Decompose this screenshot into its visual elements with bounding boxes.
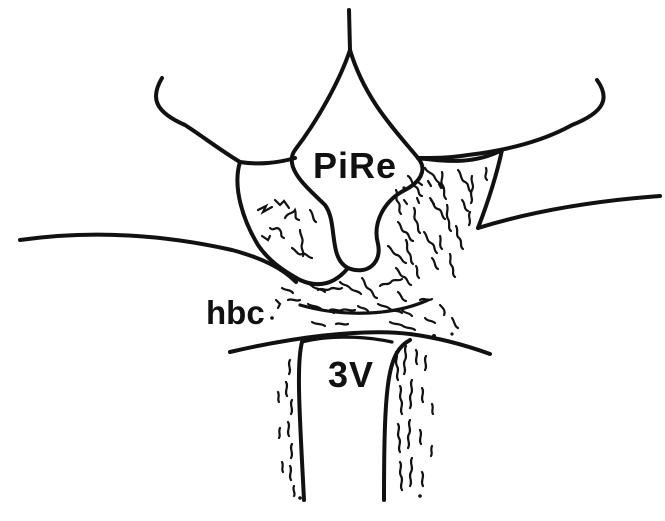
hbc-fibers bbox=[276, 288, 300, 308]
left-wall-fibers bbox=[278, 360, 295, 496]
pineal-recess-label: PiRe bbox=[313, 148, 397, 184]
top-stalk-line bbox=[349, 10, 350, 50]
commissure-line-lower bbox=[230, 332, 490, 354]
outline-strokes bbox=[20, 10, 660, 500]
commissure-fibers bbox=[300, 278, 458, 330]
third-ventricle-top bbox=[302, 337, 392, 342]
right-wall-fibers bbox=[396, 346, 433, 490]
right-long-line bbox=[478, 196, 660, 228]
third-ventricle-left-wall bbox=[299, 342, 304, 500]
right-lobe-outline bbox=[418, 150, 502, 228]
right-wing-line bbox=[418, 80, 604, 158]
third-ventricle-label: 3V bbox=[328, 357, 374, 393]
left-wing-line bbox=[156, 78, 295, 163]
right-lobe-fibers bbox=[388, 168, 487, 285]
habenular-commissure-label: hbc bbox=[206, 296, 265, 329]
